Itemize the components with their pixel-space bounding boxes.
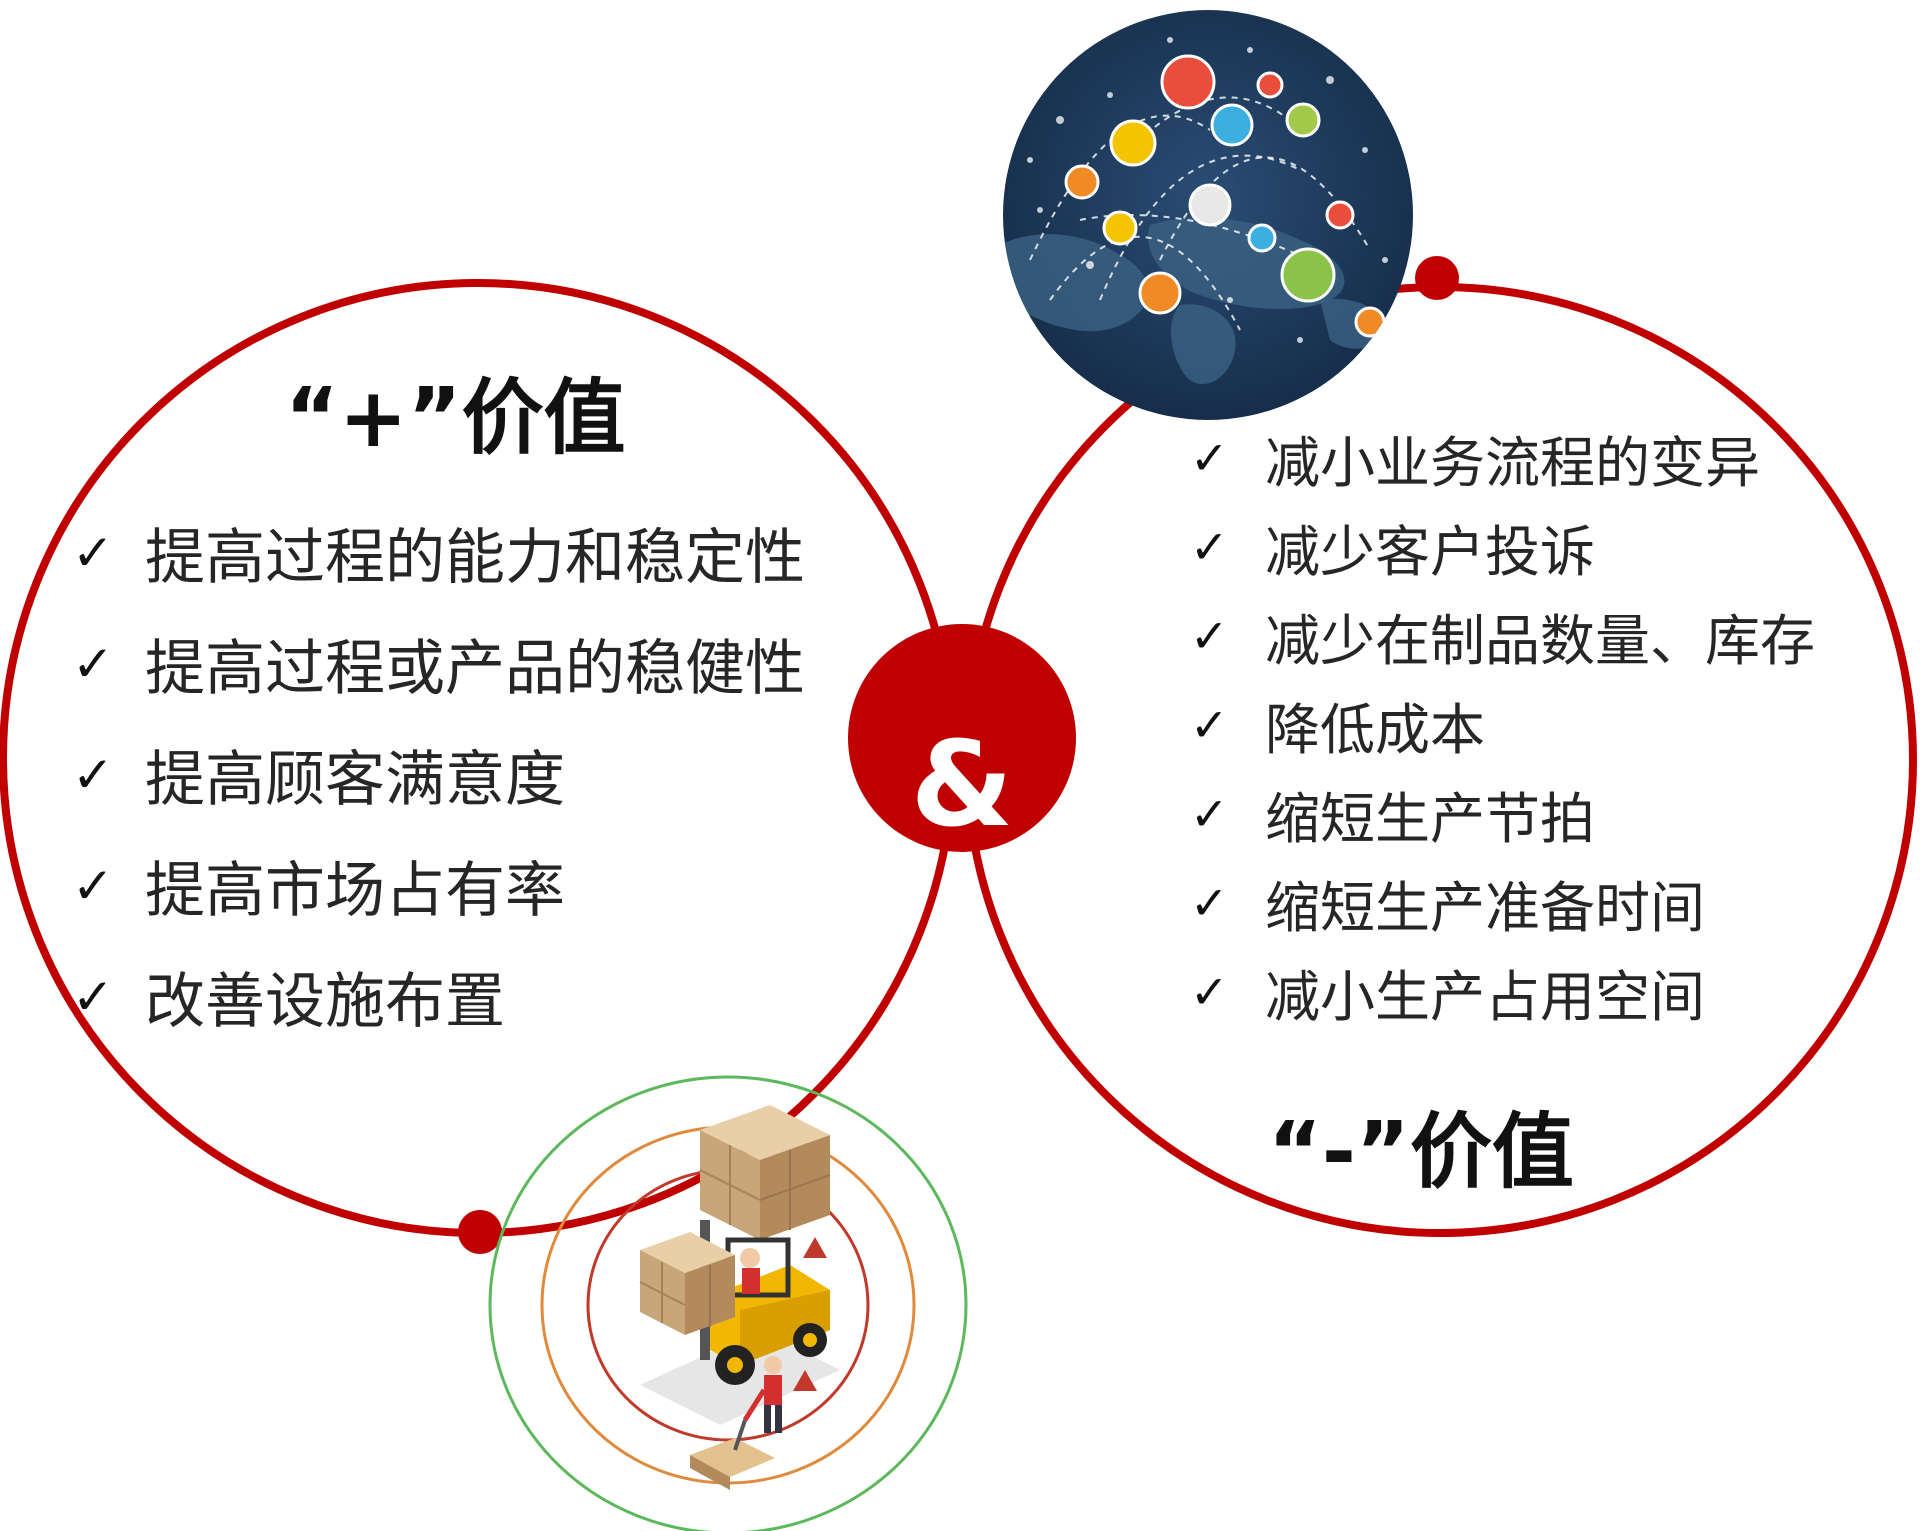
- check-icon: ✓: [1190, 875, 1229, 930]
- right-panel-title: “-”价值: [1268, 1105, 1574, 1200]
- list-item-text: 提高过程或产品的稳健性: [145, 634, 805, 704]
- warehouse-forklift-icon: [488, 1075, 968, 1531]
- list-item-text: 缩短生产准备时间: [1265, 875, 1706, 940]
- check-icon: ✓: [72, 967, 114, 1026]
- check-icon: ✓: [1190, 608, 1229, 663]
- check-icon: ✓: [72, 856, 114, 915]
- list-item: ✓ 提高过程的能力和稳定性: [72, 497, 805, 608]
- check-icon: ✓: [72, 634, 114, 693]
- list-item: ✓ 减小业务流程的变异: [1190, 413, 1815, 502]
- list-item-text: 减小业务流程的变异: [1265, 430, 1761, 495]
- center-circle: [848, 624, 1076, 852]
- list-item: ✓ 提高市场占有率: [72, 830, 805, 941]
- check-icon: ✓: [1190, 964, 1229, 1019]
- left-panel-title: “+”价值: [285, 371, 626, 466]
- list-item: ✓ 减少客户投诉: [1190, 502, 1815, 591]
- right-value-list: ✓ 减小业务流程的变异 ✓ 减少客户投诉 ✓ 减少在制品数量、库存 ✓ 降低成本 ✓ 缩短…: [1190, 413, 1815, 1036]
- check-icon: ✓: [1190, 786, 1229, 841]
- left-connector-dot: [458, 1210, 502, 1254]
- check-icon: ✓: [1190, 430, 1229, 485]
- center-ampersand: &: [910, 715, 1014, 853]
- global-network-globe-icon: [1003, 10, 1413, 420]
- list-item-text: 提高过程的能力和稳定性: [145, 523, 805, 593]
- list-item: ✓ 降低成本: [1190, 680, 1815, 769]
- list-item: ✓ 减少在制品数量、库存: [1190, 591, 1815, 680]
- list-item-text: 缩短生产节拍: [1265, 786, 1596, 851]
- check-icon: ✓: [72, 523, 114, 582]
- list-item-text: 提高市场占有率: [145, 856, 565, 926]
- list-item-text: 改善设施布置: [145, 967, 505, 1037]
- check-icon: ✓: [72, 745, 114, 804]
- list-item-text: 减小生产占用空间: [1265, 964, 1706, 1029]
- list-item: ✓ 缩短生产准备时间: [1190, 858, 1815, 947]
- list-item-text: 降低成本: [1265, 697, 1486, 762]
- list-item-text: 减少在制品数量、库存: [1265, 608, 1816, 673]
- right-connector-dot: [1415, 256, 1459, 300]
- check-icon: ✓: [1190, 697, 1229, 752]
- list-item: ✓ 提高顾客满意度: [72, 719, 805, 830]
- check-icon: ✓: [1190, 519, 1229, 574]
- list-item: ✓ 提高过程或产品的稳健性: [72, 608, 805, 719]
- list-item: ✓ 缩短生产节拍: [1190, 769, 1815, 858]
- left-value-list: ✓ 提高过程的能力和稳定性 ✓ 提高过程或产品的稳健性 ✓ 提高顾客满意度 ✓ 提高市场…: [72, 497, 805, 1052]
- list-item: ✓ 改善设施布置: [72, 941, 805, 1052]
- list-item-text: 减少客户投诉: [1265, 519, 1596, 584]
- list-item: ✓ 减小生产占用空间: [1190, 947, 1815, 1036]
- list-item-text: 提高顾客满意度: [145, 745, 565, 815]
